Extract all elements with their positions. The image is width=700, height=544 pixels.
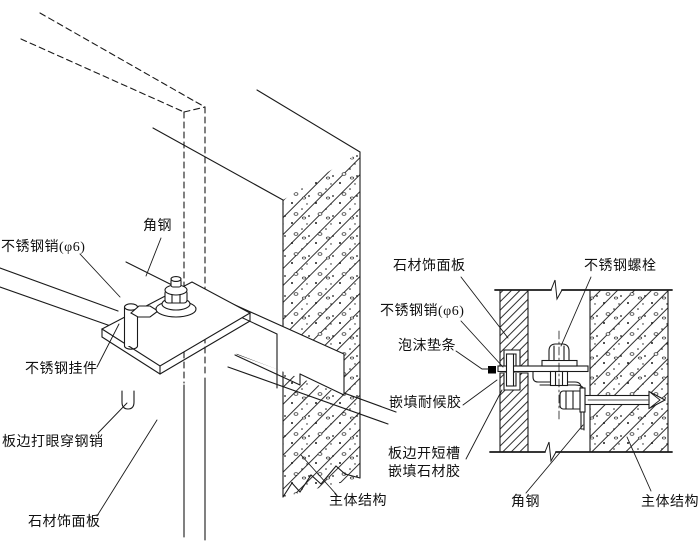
label-main-structure-left: 主体结构	[329, 494, 387, 509]
boundary-lines	[489, 279, 673, 463]
label-stainless-pin-left: 不锈钢销(φ6)	[1, 240, 86, 255]
label-foam-strip: 泡沫垫条	[398, 339, 456, 354]
section-view	[455, 276, 673, 494]
isometric-view	[0, 12, 397, 541]
label-edge-slot-adhesive: 板边开短槽 嵌填石材胶	[388, 447, 461, 480]
bolt-section	[541, 330, 578, 420]
label-stone-panel-left: 石材饰面板	[28, 515, 101, 530]
hanger-plate	[100, 281, 252, 375]
label-stainless-hanger: 不锈钢挂件	[25, 362, 98, 377]
anchor-bolt	[559, 387, 667, 413]
concrete-wall-section	[589, 289, 669, 453]
leader-lines-right	[455, 276, 652, 494]
stainless-pin-3d	[123, 303, 139, 350]
label-panel-edge-pin-hole: 板边打眼穿钢销	[2, 435, 104, 450]
label-angle-steel-left: 角钢	[143, 219, 172, 234]
lower-panel-edges	[183, 377, 206, 541]
label-main-structure-right: 主体结构	[641, 495, 699, 510]
foam-strip-shape	[488, 366, 496, 374]
label-stainless-pin-right: 不锈钢销(φ6)	[380, 304, 465, 319]
label-stone-panel-right: 石材饰面板	[393, 259, 466, 274]
leader-lines-left	[79, 237, 337, 517]
label-weather-sealant: 嵌填耐候胶	[389, 396, 462, 411]
label-stainless-bolt: 不锈钢螺栓	[584, 259, 657, 274]
stone-panel-edges	[0, 267, 123, 331]
pin-section	[505, 353, 515, 387]
label-angle-steel-right: 角钢	[511, 495, 540, 510]
concrete-column	[152, 89, 361, 498]
bolt-assembly-3d	[130, 276, 197, 318]
